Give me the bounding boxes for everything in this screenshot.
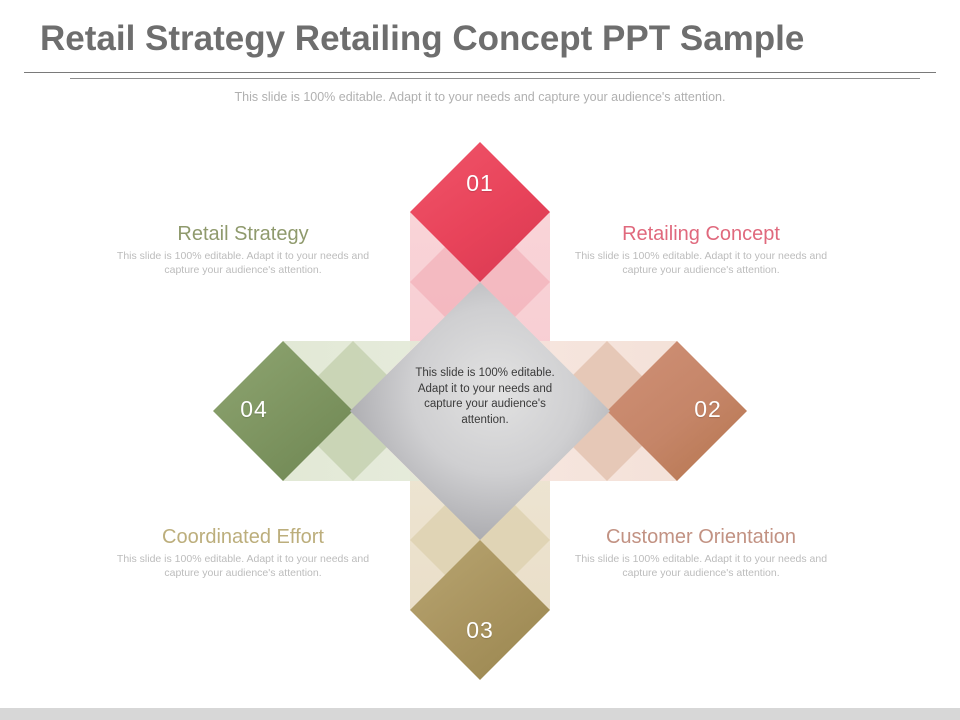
label-body-coordinated-effort: This slide is 100% editable. Adapt it to… xyxy=(116,553,370,579)
label-heading-retailing-concept: Retailing Concept xyxy=(622,223,780,245)
label-heading-coordinated-effort: Coordinated Effort xyxy=(162,526,324,548)
label-block-customer-orientation[interactable]: Customer Orientation This slide is 100% … xyxy=(556,525,846,580)
label-block-coordinated-effort[interactable]: Coordinated Effort This slide is 100% ed… xyxy=(98,525,388,580)
diamond-03 xyxy=(410,540,550,680)
diamond-02 xyxy=(607,341,747,481)
title-divider-outer xyxy=(24,72,936,73)
diamond-04 xyxy=(213,341,353,481)
diamond-number-03[interactable]: 03 xyxy=(466,617,494,643)
diamond-number-01[interactable]: 01 xyxy=(466,170,494,196)
label-body-retailing-concept: This slide is 100% editable. Adapt it to… xyxy=(574,250,828,276)
label-body-customer-orientation: This slide is 100% editable. Adapt it to… xyxy=(574,553,828,579)
footer-bar xyxy=(0,708,960,720)
diamond-number-02[interactable]: 02 xyxy=(694,396,722,422)
diamond-number-04[interactable]: 04 xyxy=(240,396,268,422)
center-diamond xyxy=(350,282,610,540)
label-block-retail-strategy[interactable]: Retail Strategy This slide is 100% edita… xyxy=(98,222,388,277)
label-heading-customer-orientation: Customer Orientation xyxy=(605,526,797,548)
slide-subtitle: This slide is 100% editable. Adapt it to… xyxy=(234,90,726,104)
label-heading-retail-strategy: Retail Strategy xyxy=(177,223,309,245)
diamond-01 xyxy=(410,142,550,282)
label-body-retail-strategy: This slide is 100% editable. Adapt it to… xyxy=(116,250,370,276)
page-title: Retail Strategy Retailing Concept PPT Sa… xyxy=(40,19,805,58)
center-diamond-text: This slide is 100% editable. Adapt it to… xyxy=(415,367,555,426)
label-block-retailing-concept[interactable]: Retailing Concept This slide is 100% edi… xyxy=(556,222,846,277)
tip-diamonds xyxy=(213,142,747,680)
title-divider-inner xyxy=(70,78,920,79)
